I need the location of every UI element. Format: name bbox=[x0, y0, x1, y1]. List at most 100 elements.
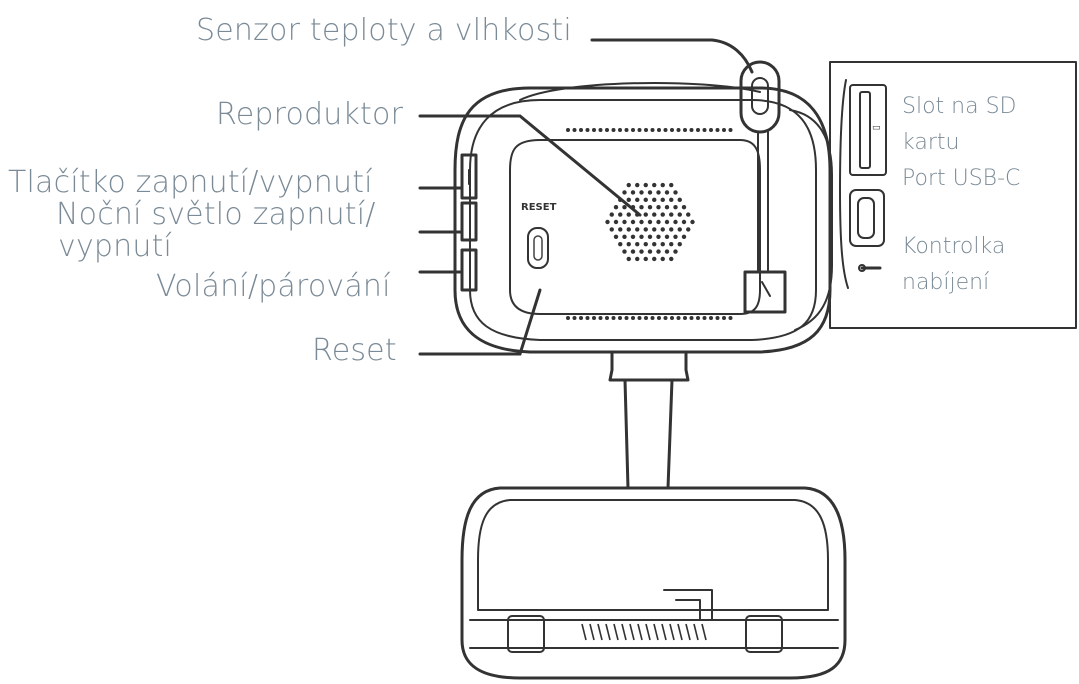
grille-dot bbox=[643, 227, 648, 232]
contact-pin bbox=[597, 623, 603, 641]
label-call-pair: Volání/párování bbox=[156, 269, 391, 304]
grille-dot bbox=[660, 182, 665, 188]
contact-pin bbox=[645, 623, 651, 641]
vent-dot bbox=[566, 316, 570, 320]
grille-dot bbox=[643, 182, 648, 188]
grille-dot bbox=[681, 234, 687, 239]
grille-dot bbox=[647, 219, 653, 225]
grille-dot bbox=[673, 205, 678, 210]
grille-dot bbox=[635, 256, 640, 262]
grille-dot bbox=[647, 234, 653, 239]
label-sd-slot-line2: kartu bbox=[902, 130, 960, 155]
vent-dot bbox=[702, 128, 707, 132]
top-vent-dots bbox=[566, 128, 733, 132]
vent-dot bbox=[709, 316, 713, 320]
vent-dot bbox=[657, 128, 661, 132]
label-usb-port: Port USB-C bbox=[902, 166, 1021, 191]
grille-dot bbox=[673, 219, 678, 225]
grille-dot bbox=[669, 227, 674, 232]
grille-dot bbox=[656, 205, 661, 210]
speaker-grille bbox=[605, 182, 695, 262]
vent-dot bbox=[572, 316, 577, 320]
grille-dot bbox=[647, 190, 653, 195]
vent-dot bbox=[566, 128, 570, 132]
vent-dot bbox=[605, 316, 609, 320]
grille-dot bbox=[652, 182, 657, 188]
grille-dot bbox=[622, 234, 627, 239]
vent-dot bbox=[715, 316, 720, 320]
sensor-probe-head bbox=[739, 60, 781, 134]
vent-dot bbox=[670, 316, 674, 320]
grille-dot bbox=[643, 241, 648, 247]
vent-dot bbox=[637, 128, 642, 132]
grille-dot bbox=[664, 219, 670, 225]
label-power-button: Tlačítko zapnutí/vypnutí bbox=[8, 165, 373, 200]
inset-panel-frame bbox=[829, 61, 1077, 329]
grille-dot bbox=[635, 241, 640, 247]
contact-pin bbox=[629, 623, 635, 641]
grille-dot bbox=[660, 227, 665, 232]
vent-dot bbox=[650, 128, 655, 132]
vent-dot bbox=[618, 316, 622, 320]
grille-dot bbox=[635, 182, 640, 188]
contact-pin bbox=[581, 623, 587, 641]
contact-pin bbox=[653, 623, 659, 641]
grille-dot bbox=[664, 190, 670, 195]
grille-dot bbox=[613, 205, 619, 210]
sensor-probe-clip bbox=[761, 281, 771, 297]
grille-dot bbox=[622, 219, 627, 225]
camera-body-outline bbox=[453, 86, 832, 354]
vent-dot bbox=[696, 128, 700, 132]
grille-dot bbox=[656, 219, 661, 225]
reset-button bbox=[527, 227, 549, 269]
vent-dot bbox=[637, 316, 642, 320]
vent-dot bbox=[650, 316, 655, 320]
grille-dot bbox=[677, 197, 682, 203]
grille-dot bbox=[622, 249, 627, 254]
vent-dot bbox=[670, 128, 674, 132]
contact-pin bbox=[613, 623, 619, 641]
grille-dot bbox=[626, 256, 631, 262]
grille-dot bbox=[626, 241, 631, 247]
vent-dot bbox=[683, 316, 687, 320]
vent-dot bbox=[605, 128, 609, 132]
vent-dot bbox=[676, 128, 681, 132]
camera-top-ridge bbox=[519, 81, 761, 101]
grille-dot bbox=[605, 219, 610, 225]
grille-dot bbox=[656, 249, 661, 254]
vent-dot bbox=[722, 316, 726, 320]
leader-speaker bbox=[418, 114, 642, 217]
right-side-housing bbox=[789, 109, 833, 331]
grille-dot bbox=[622, 190, 627, 195]
vent-dot bbox=[709, 128, 713, 132]
sd-slot-housing bbox=[849, 84, 887, 176]
contact-pin bbox=[685, 623, 691, 641]
base-front-ledge bbox=[469, 619, 839, 649]
vent-dot bbox=[592, 316, 596, 320]
grille-dot bbox=[664, 249, 670, 254]
label-speaker: Reproduktor bbox=[216, 97, 404, 132]
grille-dot bbox=[686, 227, 691, 232]
vent-dot bbox=[657, 316, 661, 320]
leader-reset bbox=[418, 288, 542, 356]
vent-dot bbox=[598, 128, 603, 132]
grille-dot bbox=[613, 234, 619, 239]
base-outline bbox=[460, 486, 847, 680]
grille-dot bbox=[677, 241, 682, 247]
sd-slot-icon: ▭ bbox=[872, 123, 881, 133]
grille-dot bbox=[660, 197, 665, 203]
inset-side-edge bbox=[839, 79, 849, 289]
grille-dot bbox=[652, 212, 657, 217]
bottom-vent-dots bbox=[566, 316, 733, 320]
vent-dot bbox=[631, 128, 635, 132]
label-night-light-line1: Noční světlo zapnutí/ bbox=[56, 197, 376, 232]
grille-dot bbox=[652, 227, 657, 232]
base-left-foot bbox=[507, 615, 545, 653]
grille-dot bbox=[609, 212, 614, 217]
grille-dot bbox=[643, 212, 648, 217]
base-contact-clip bbox=[663, 589, 713, 621]
grille-dot bbox=[652, 241, 657, 247]
grille-dot bbox=[652, 197, 657, 203]
contact-pin bbox=[637, 623, 643, 641]
neck-stem bbox=[623, 378, 674, 490]
